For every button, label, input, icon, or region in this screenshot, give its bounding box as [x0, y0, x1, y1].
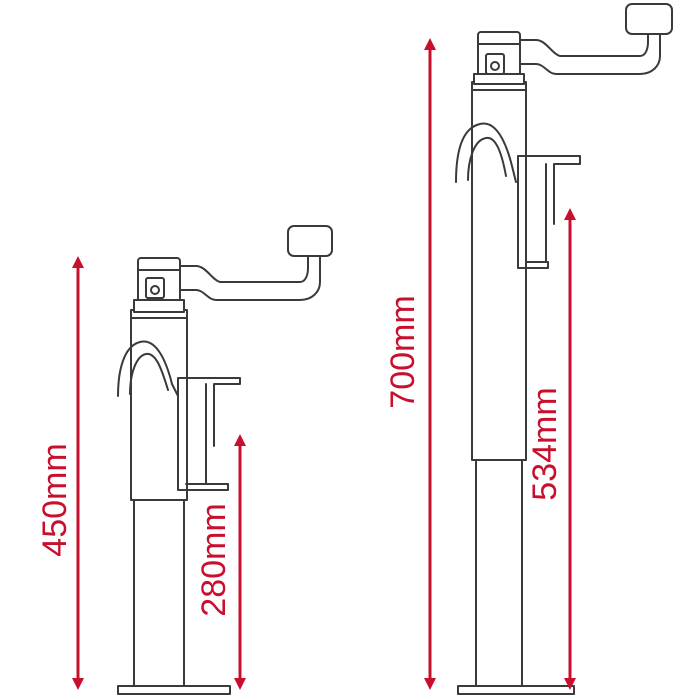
small-jack-crank-knob — [287, 225, 333, 257]
dimension-label-large-total: 700mm — [384, 295, 422, 408]
dimension-label-small-lift: 280mm — [195, 503, 233, 616]
large-jack-bracket — [517, 155, 581, 269]
large-jack-clamp-hook — [455, 122, 517, 183]
dimension-label-large-lift: 534mm — [526, 387, 564, 500]
small-jack — [117, 225, 333, 695]
small-jack-clamp-hook — [117, 340, 179, 397]
small-jack-inner-tube — [133, 497, 185, 687]
small-jack-bracket — [177, 377, 241, 491]
small-jack-foot-plate — [117, 685, 231, 695]
dimension-label-small-total: 450mm — [36, 443, 74, 556]
dimension-labels: 450mm 280mm 700mm 534mm — [36, 295, 564, 616]
large-jack-crank-knob — [625, 3, 673, 35]
large-jack — [455, 3, 673, 695]
large-jack-foot-plate — [457, 685, 575, 695]
large-jack-outer-tube — [471, 81, 527, 461]
small-jack-crank — [179, 255, 321, 301]
large-jack-crank — [519, 31, 661, 75]
large-jack-inner-tube — [475, 457, 523, 687]
dimension-arrows — [72, 38, 576, 690]
